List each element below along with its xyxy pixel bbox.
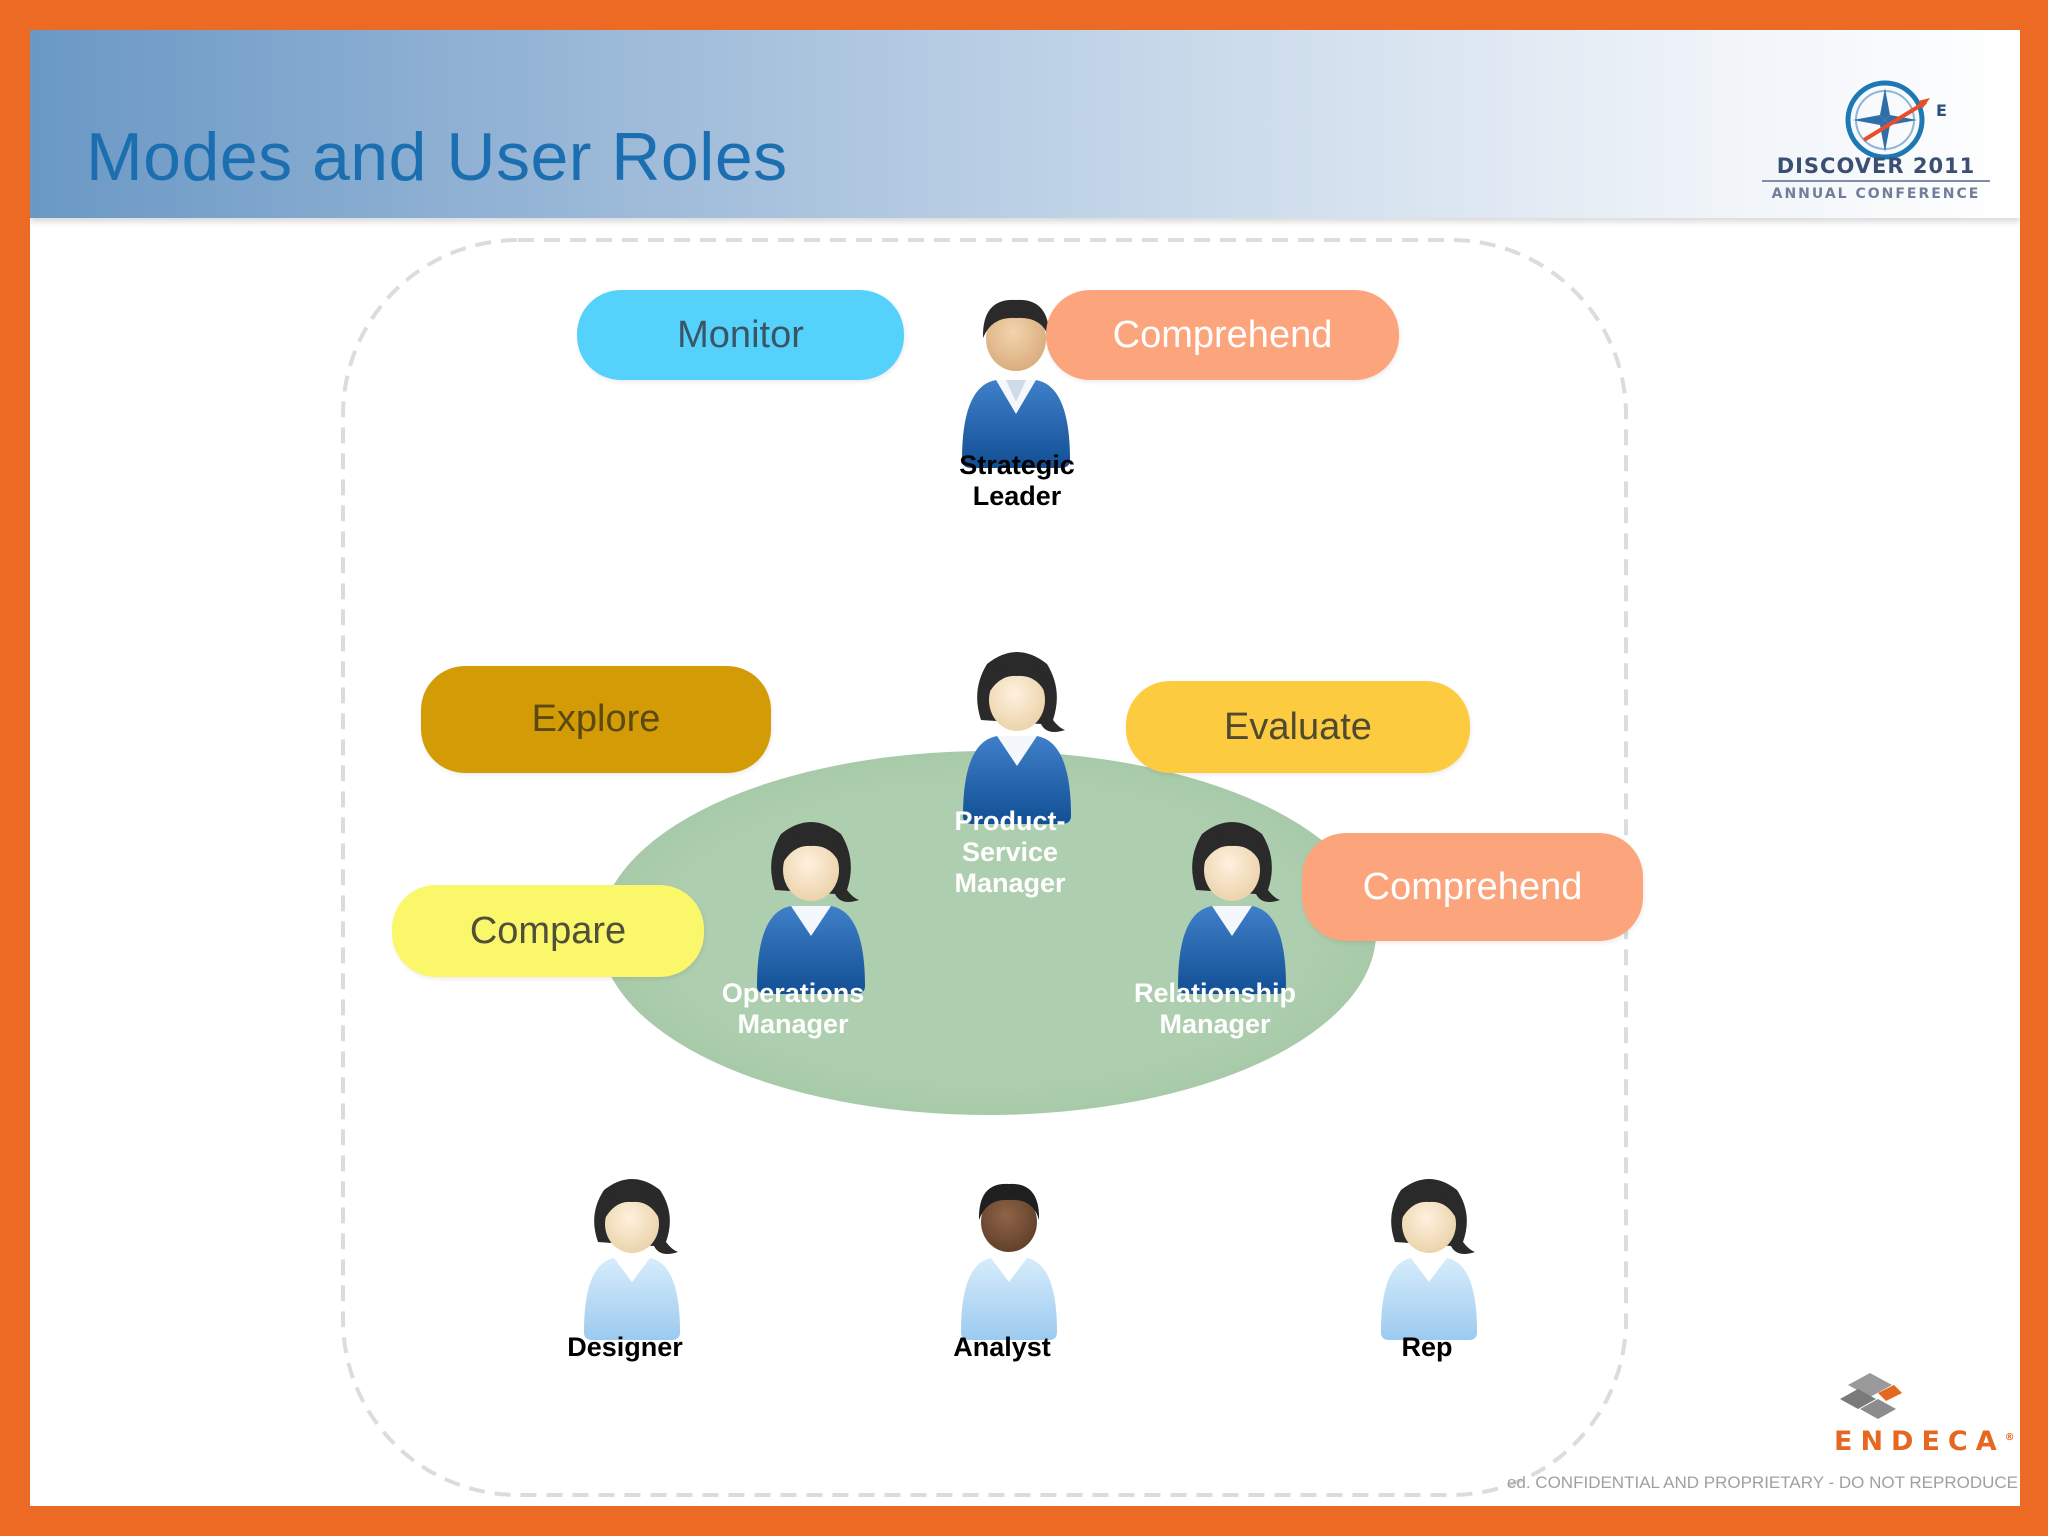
svg-text:E: E	[1936, 101, 1947, 120]
conference-subtitle: ANNUAL CONFERENCE	[1771, 186, 1981, 202]
mode-compare: Compare	[392, 885, 704, 977]
mode-monitor: Monitor	[577, 290, 904, 380]
person-relationship-manager-icon	[1178, 822, 1286, 994]
mode-comprehend-top: Comprehend	[1046, 290, 1399, 380]
mode-evaluate: Evaluate	[1126, 681, 1470, 773]
person-strategic-leader-icon	[962, 299, 1070, 468]
mode-comprehend-right: Comprehend	[1302, 833, 1643, 941]
brand-name: ENDECA®	[1834, 1426, 2015, 1457]
person-designer-icon	[584, 1179, 680, 1340]
person-product-service-manager-icon	[963, 652, 1071, 824]
role-label-designer: Designer	[567, 1332, 683, 1362]
header-bar: Modes and User Roles E DISCOVER 2011 ANN…	[30, 30, 2020, 218]
endeca-logo-icon	[1840, 1373, 1902, 1419]
page-title: Modes and User Roles	[86, 119, 788, 195]
compass-logo-icon: E	[1845, 80, 1947, 160]
role-label-analyst: Analyst	[953, 1332, 1051, 1362]
footer-text: ed. CONFIDENTIAL AND PROPRIETARY - DO NO…	[1506, 1473, 2018, 1492]
divider	[1762, 180, 1990, 182]
person-operations-manager-icon	[757, 822, 865, 994]
person-rep-icon	[1381, 1179, 1477, 1340]
slide: Modes and User Roles E DISCOVER 2011 ANN…	[30, 30, 2020, 1506]
person-analyst-icon	[961, 1183, 1057, 1340]
roles-diagram	[341, 238, 1628, 1497]
conference-name: DISCOVER 2011	[1776, 154, 1976, 178]
role-label-rep: Rep	[1401, 1332, 1453, 1362]
mode-explore: Explore	[421, 666, 771, 773]
